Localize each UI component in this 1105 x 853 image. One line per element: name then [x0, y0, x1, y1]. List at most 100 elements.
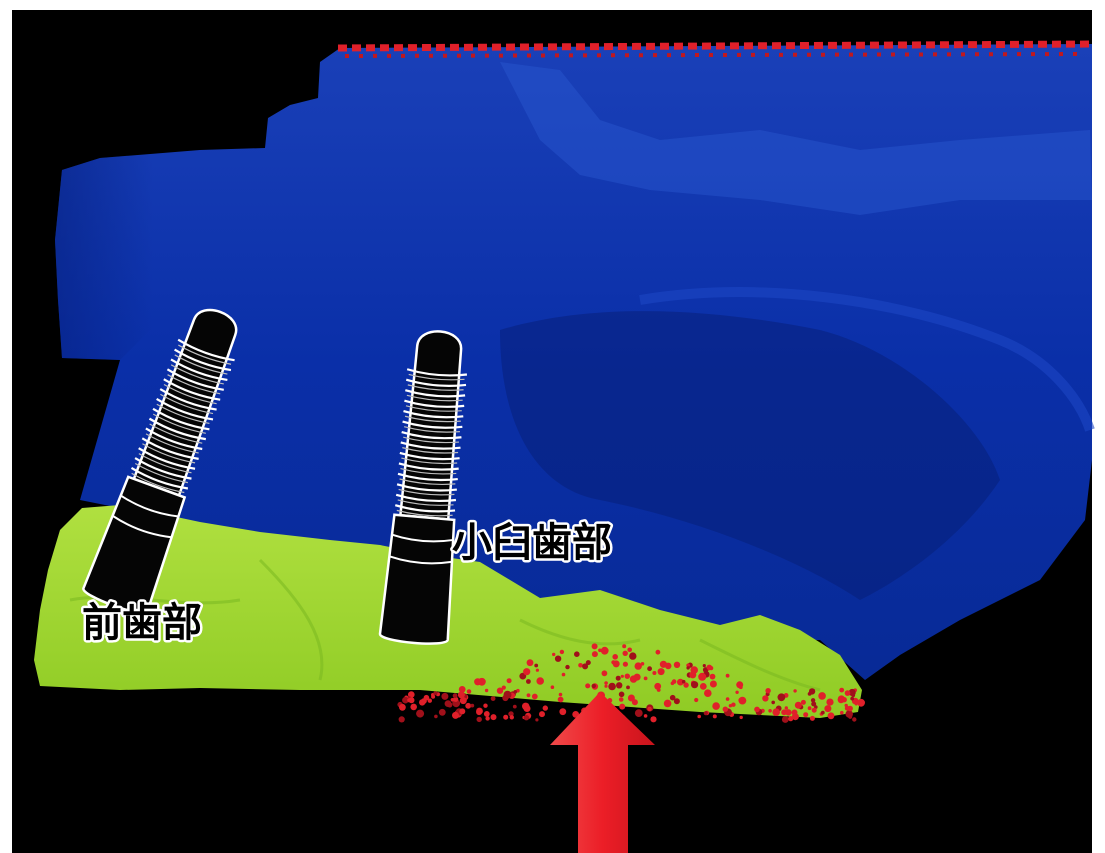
stress-dot — [839, 688, 844, 693]
stress-dot — [851, 693, 855, 697]
stress-dot — [551, 685, 555, 689]
stress-dot — [710, 681, 717, 688]
stress-dot — [654, 683, 661, 690]
stress-dot — [439, 709, 446, 716]
stress-dot — [616, 676, 621, 681]
stress-dot — [700, 683, 707, 690]
stress-dot — [726, 674, 730, 678]
stress-dot — [652, 671, 656, 675]
stress-dot — [658, 668, 665, 675]
stress-dot — [739, 697, 747, 705]
stress-dot — [399, 716, 405, 722]
stress-dot — [510, 715, 514, 719]
stress-dot — [729, 704, 732, 707]
stress-dot — [803, 712, 808, 717]
stress-dot — [857, 699, 865, 707]
stress-dot — [452, 712, 459, 719]
stress-dot — [431, 695, 435, 699]
stress-dot — [559, 693, 563, 697]
stress-dot — [647, 666, 652, 671]
stress-dot — [736, 681, 743, 688]
stress-dot — [555, 656, 561, 662]
stress-dot — [433, 691, 437, 695]
stress-dot — [477, 717, 482, 722]
stress-dot — [785, 709, 791, 715]
stress-dot — [534, 664, 538, 668]
stress-dot — [416, 710, 424, 718]
stress-dot — [507, 678, 512, 683]
stress-dot — [704, 711, 708, 715]
stress-dot — [502, 686, 506, 690]
stress-dot — [635, 662, 642, 669]
stress-dot — [399, 704, 406, 711]
stress-dot — [845, 690, 851, 696]
stress-dot — [629, 652, 636, 659]
stress-dot — [491, 714, 497, 720]
stress-dot — [560, 650, 564, 654]
stress-dot — [543, 705, 548, 710]
stress-dot — [735, 691, 738, 694]
stress-dot — [778, 693, 786, 701]
stress-dot — [503, 715, 508, 720]
stress-dot — [574, 651, 580, 657]
stress-dot — [811, 702, 816, 707]
stress-dot — [704, 689, 712, 697]
stress-dot — [527, 659, 534, 666]
stress-dot — [434, 715, 438, 719]
stress-dot — [762, 695, 768, 701]
stress-dot — [558, 697, 564, 703]
stress-dot — [578, 663, 583, 668]
stress-dot — [818, 692, 826, 700]
stress-dot — [559, 708, 566, 715]
stress-dot — [592, 651, 598, 657]
stress-dot — [598, 649, 602, 653]
stress-dot — [458, 691, 465, 698]
stress-dot — [754, 707, 760, 713]
stress-dot — [710, 674, 716, 680]
stress-dot — [611, 660, 615, 664]
stress-dot — [795, 702, 802, 709]
stress-dot — [691, 681, 698, 688]
label-premolar: 小臼歯部 — [452, 520, 612, 566]
stress-dot — [712, 702, 720, 710]
stress-dot — [524, 705, 531, 712]
stress-dot — [513, 705, 517, 709]
stress-dot — [785, 706, 788, 709]
stress-dot — [441, 693, 448, 700]
stress-dot — [474, 678, 481, 685]
stress-dot — [772, 708, 780, 716]
stress-dot — [552, 653, 555, 656]
stress-dot — [485, 716, 489, 720]
stress-dot — [532, 694, 538, 700]
stress-dot — [467, 689, 472, 694]
stress-dot — [726, 697, 730, 701]
stress-dot — [625, 674, 630, 679]
stress-dot — [536, 677, 544, 685]
stress-dot — [647, 707, 651, 711]
stress-dot — [524, 715, 529, 720]
stress-dot — [465, 703, 471, 709]
stress-dot — [407, 698, 411, 702]
stress-dot — [485, 689, 488, 692]
stress-dot — [792, 713, 799, 720]
stress-dot — [565, 665, 569, 669]
stress-dot — [808, 706, 812, 710]
stress-dot — [828, 712, 835, 719]
stress-dot — [484, 711, 490, 717]
stress-dot — [674, 698, 680, 704]
stress-dot — [619, 697, 624, 702]
stress-dot — [698, 673, 706, 681]
stress-dot — [848, 715, 852, 719]
stress-dot — [765, 688, 770, 693]
stress-dot — [612, 654, 618, 660]
stress-dot — [671, 682, 675, 686]
stress-dot — [852, 717, 856, 721]
stress-dot — [626, 686, 630, 690]
stress-dot — [644, 677, 648, 681]
stress-dot — [635, 709, 643, 717]
stress-dot — [826, 699, 833, 706]
stress-dot — [602, 670, 608, 676]
stress-dot — [608, 683, 616, 691]
stress-dot — [824, 705, 831, 712]
stress-dot — [689, 671, 696, 678]
